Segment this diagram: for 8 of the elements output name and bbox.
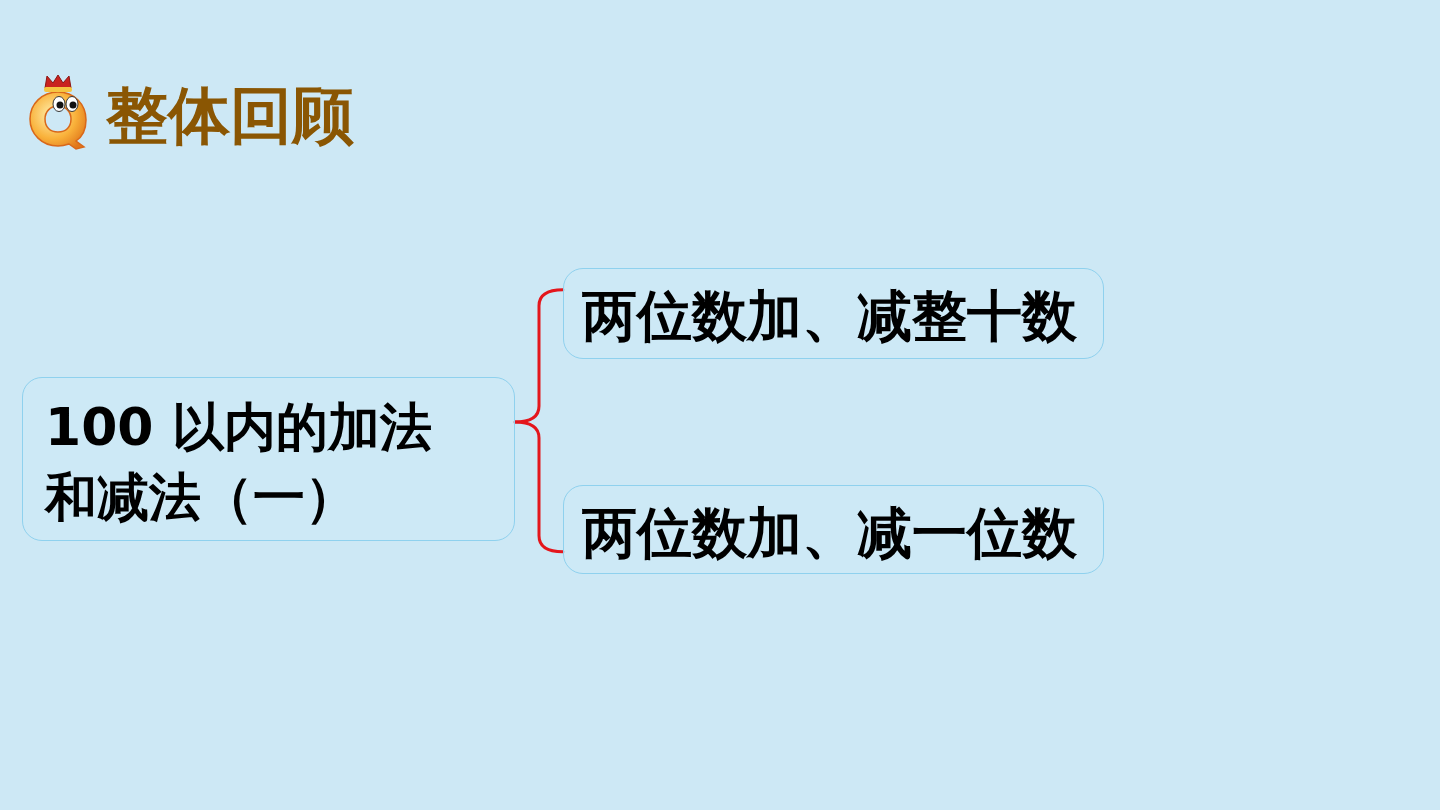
- topic-text: 两位数加、减整十数: [582, 283, 1078, 350]
- brace-connector: [513, 420, 565, 554]
- topic-box: [22, 377, 515, 541]
- topic-text: 100 以内的加法和减法（一）: [45, 396, 433, 529]
- topic-box: [563, 485, 1104, 574]
- topic-box: [563, 268, 1104, 359]
- topic-text: 两位数加、减一位数: [582, 500, 1078, 567]
- slide-title: 整体回顾: [106, 78, 354, 154]
